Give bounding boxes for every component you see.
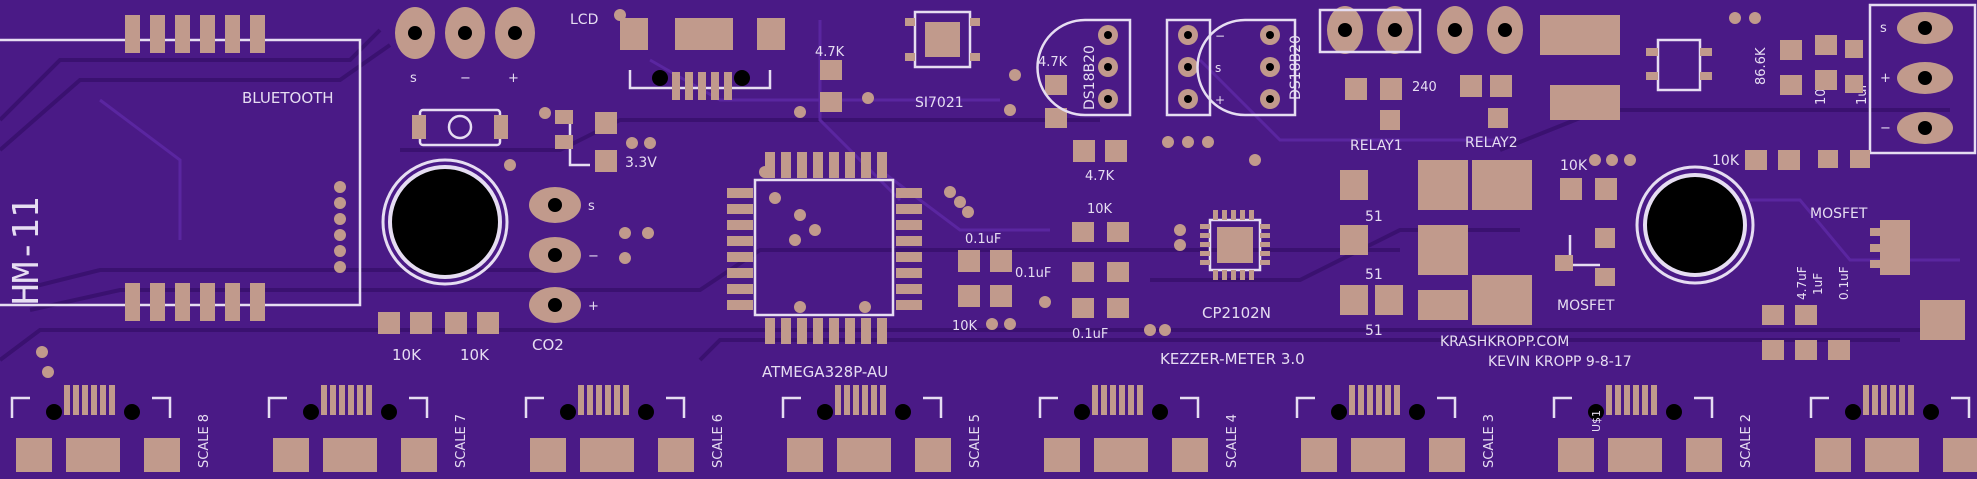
ds-pin-s-label: s (1215, 61, 1221, 75)
scale-module: SCALE 5 (781, 385, 983, 472)
scale-module: SCALE 1 (1809, 385, 1977, 472)
r-10k-c-label: 10K (952, 319, 978, 334)
co2-pin-s-label: s (588, 199, 595, 214)
scale-module: SCALE 2 (1552, 385, 1754, 472)
r-240-label: 240 (1412, 80, 1437, 95)
mounting-hole-right (1643, 173, 1747, 277)
ds18b20-2-label: DS18B20 (1288, 35, 1304, 100)
ds18b20-sensors: DS18B20 − s + DS18B20 (1036, 18, 1304, 148)
scale-module: SCALE 4 (1038, 385, 1240, 472)
co2-pin-minus-label: − (588, 249, 599, 264)
scale-module: SCALE 7 (267, 385, 469, 472)
right-passives: 86.6K 10K 1uF 10K MOSFET 4.7uF 1uF 0.1uF (1646, 35, 1965, 360)
board-website: KRASHKROPP.COM (1440, 334, 1569, 350)
r-10k-g-label: 10K (1560, 158, 1588, 174)
pin-minus-label: − (460, 71, 471, 86)
board-title: KEZZER-METER 3.0 (1160, 350, 1305, 368)
regulator-3v3: 3.3V (555, 110, 657, 172)
resistor-group-4k7: 4.7K 4.7K 4.7K (815, 45, 1127, 184)
cp2102n-chip: CP2102N (1200, 210, 1271, 322)
c-47uf-label: 4.7uF (1795, 266, 1809, 300)
r-51-a-label: 51 (1365, 209, 1383, 225)
c-1uf-b-label: 1uF (1811, 273, 1825, 295)
scale-label: SCALE 5 (968, 414, 983, 468)
u1-label: U$1 (1590, 410, 1603, 432)
power-header-top: s − + (395, 7, 535, 86)
bluetooth-label: BLUETOOTH (242, 89, 334, 107)
switch (412, 107, 551, 171)
r-10k-e-label: 10K (1712, 153, 1740, 169)
r-10k-d-label: 10K (1087, 202, 1113, 217)
r-4k7-b-label: 4.7K (1038, 55, 1068, 70)
r-866k-label: 86.6K (1754, 47, 1769, 85)
c-01uf-d-label: 0.1uF (1837, 266, 1851, 300)
mounting-hole-left (388, 165, 502, 279)
ds18b20-1-label: DS18B20 (1082, 45, 1098, 110)
right-power-connector: s + − (1868, 3, 1977, 155)
mosfet-center: 10K MOSFET (1555, 158, 1617, 314)
c-01uf-b-label: 0.1uF (1015, 266, 1051, 281)
r-10k-b-label: 10K (460, 346, 490, 364)
board-author-date: KEVIN KROPP 9-8-17 (1488, 354, 1632, 370)
right-pin-s-label: s (1880, 21, 1887, 36)
r-4k7-c-label: 4.7K (1085, 169, 1115, 184)
scale-row: SCALE 8 SCALE 7 SCALE 6 SCALE 5 SCALE 4 SCALE… (10, 385, 1977, 472)
right-pin-minus-label: − (1880, 121, 1891, 136)
hm11-module: HM-11 BLUETOOTH (0, 15, 362, 321)
v33-label: 3.3V (625, 155, 657, 171)
r-4k7-a-label: 4.7K (815, 45, 845, 60)
misc-vias (36, 9, 1761, 378)
lcd-label: LCD (570, 12, 598, 28)
r-10k-a-label: 10K (392, 346, 422, 364)
scale-label: SCALE 8 (197, 414, 212, 468)
lcd-connector: LCD (570, 12, 785, 100)
c-01uf-a-label: 0.1uF (965, 232, 1001, 247)
hm11-label: HM-11 (6, 197, 47, 305)
relay1-label: RELAY1 (1350, 138, 1403, 154)
relay2-label: RELAY2 (1465, 135, 1518, 151)
scale-label: SCALE 7 (454, 414, 469, 468)
scale-label: SCALE 3 (1482, 414, 1497, 468)
atmega-label: ATMEGA328P-AU (762, 363, 888, 381)
resistors-10k-left: 10K 10K (378, 312, 499, 364)
c-01uf-c-label: 0.1uF (1072, 327, 1108, 342)
ds-pin-plus-label: + (1215, 93, 1225, 107)
ds-pin-minus-label: − (1215, 29, 1225, 43)
relays: 240 RELAY1 RELAY2 (1318, 6, 1620, 154)
scale-label: SCALE 4 (1225, 414, 1240, 468)
co2-pin-plus-label: + (588, 299, 599, 314)
cp2102n-label: CP2102N (1202, 304, 1271, 322)
r-51-b-label: 51 (1365, 267, 1383, 283)
scale-label: SCALE 2 (1739, 414, 1754, 468)
co2-label: CO2 (532, 336, 564, 354)
center-passives: 0.1uF 0.1uF 10K 10K 0.1uF (952, 202, 1129, 342)
mosfet2-label: MOSFET (1810, 206, 1868, 222)
si7021-label: SI7021 (915, 95, 964, 111)
si7021-sensor: SI7021 (905, 10, 980, 111)
r-51-c-label: 51 (1365, 323, 1383, 339)
resistors-51: 51 51 51 (1340, 160, 1532, 339)
scale-module: SCALE 3 (1295, 385, 1497, 472)
mosfet1-label: MOSFET (1557, 298, 1615, 314)
scale-label: SCALE 6 (711, 414, 726, 468)
pin-s-label: s (410, 71, 417, 86)
pin-plus-label: + (508, 71, 519, 86)
co2-header: s − + CO2 (529, 187, 599, 354)
right-pin-plus-label: + (1880, 71, 1891, 86)
scale-module: SCALE 6 (524, 385, 726, 472)
scale-module: SCALE 8 (10, 385, 212, 472)
atmega328p-chip: ATMEGA328P-AU (727, 152, 922, 381)
